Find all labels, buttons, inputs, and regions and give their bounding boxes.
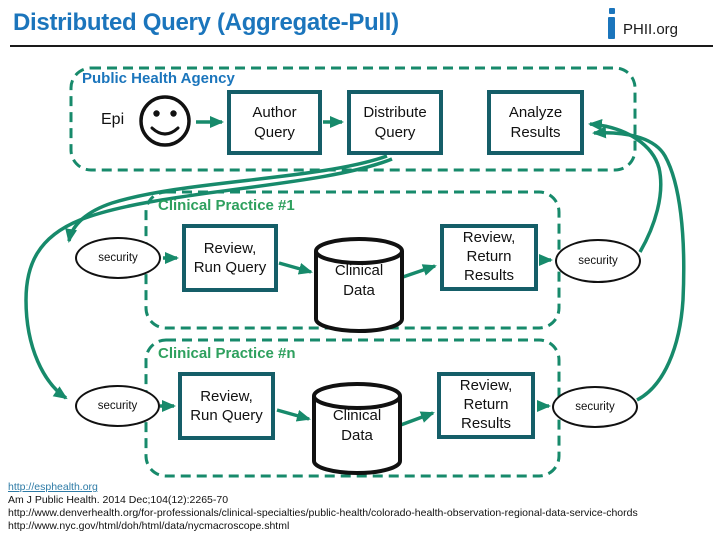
review-return-results-box-cp1: Review, Return Results: [440, 224, 538, 291]
phii-i-icon: [608, 8, 615, 39]
review-run-query-box-cpn: Review, Run Query: [178, 372, 275, 440]
public-health-agency-dashed-border: [69, 66, 637, 172]
nyc-url-text: http://www.nyc.gov/html/doh/html/data/ny…: [8, 519, 290, 532]
smiley-face-icon: [139, 95, 191, 147]
arrow-review-run-to-data-cpn: [276, 408, 311, 422]
clinical-data-cylinder-cp1: [314, 237, 404, 333]
section-label-clinical-practice-1: Clinical Practice #1: [158, 197, 295, 214]
title-underline: [10, 45, 713, 47]
security-ellipse-cp1-right: security: [555, 239, 641, 283]
section-label-public-health-agency: Public Health Agency: [82, 70, 235, 87]
clinical-data-cylinder-cpn: [312, 382, 402, 475]
esphealth-link[interactable]: http://esphealth.org: [8, 481, 98, 493]
author-query-box: Author Query: [227, 90, 322, 155]
arrow-data-to-review-return-cpn: [397, 411, 435, 428]
section-label-clinical-practice-n: Clinical Practice #n: [158, 345, 296, 362]
clinical-data-label-cp1: Clinical Data: [334, 262, 384, 299]
phii-logo: PHII.org: [608, 8, 678, 39]
curve-distribute-to-security-cpn: [24, 157, 393, 400]
security-ellipse-cpn-left: security: [75, 385, 160, 427]
analyze-results-box: Analyze Results: [487, 90, 584, 155]
references: http://esphealth.org Am J Public Health.…: [8, 481, 638, 533]
page-title: Distributed Query (Aggregate-Pull): [13, 9, 399, 36]
curve-security-cp1-to-analyze: [588, 118, 663, 253]
arrow-data-to-review-return-cp1: [399, 264, 437, 280]
denverhealth-url-text: http://www.denverhealth.org/for-professi…: [8, 506, 638, 519]
phii-logo-text: PHII.org: [623, 21, 679, 38]
citation-text: Am J Public Health. 2014 Dec;104(12):226…: [8, 493, 229, 506]
epi-label: Epi: [101, 111, 125, 128]
curve-security-cpn-to-analyze: [592, 126, 686, 402]
review-return-results-box-cpn: Review, Return Results: [437, 372, 535, 439]
security-ellipse-cp1-left: security: [75, 237, 161, 279]
clinical-data-label-cpn: Clinical Data: [332, 407, 382, 444]
arrow-review-run-to-data-cp1: [278, 261, 313, 275]
review-run-query-box-cp1: Review, Run Query: [182, 224, 278, 292]
security-ellipse-cpn-right: security: [552, 386, 638, 428]
distribute-query-box: Distribute Query: [347, 90, 443, 155]
